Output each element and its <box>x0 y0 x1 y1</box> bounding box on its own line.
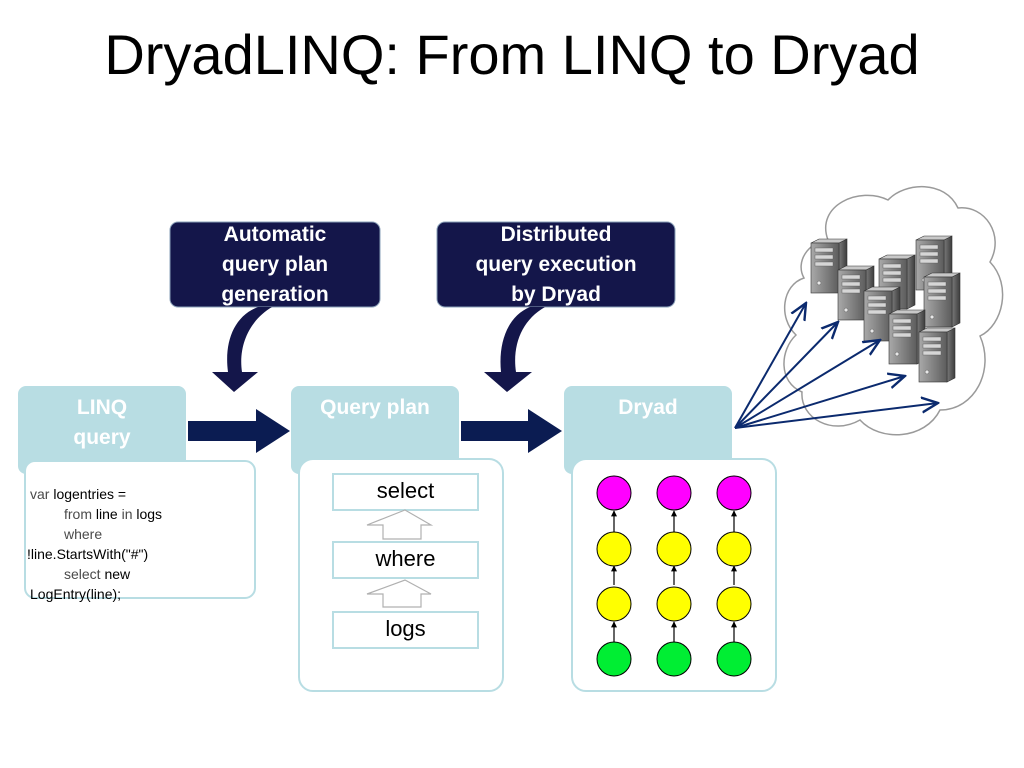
output-vertex <box>596 475 632 511</box>
dryad-stage-tab <box>564 386 732 474</box>
distributed-execution-callout <box>436 221 676 308</box>
cluster-link <box>734 376 905 429</box>
code-keyword: in <box>121 506 133 522</box>
plan-op-select: select <box>376 478 435 503</box>
code-text: logentries = <box>49 486 127 502</box>
cluster-links <box>734 303 938 429</box>
code-line: where <box>30 524 255 544</box>
plan-op-box-logs <box>332 611 479 649</box>
input-vertex <box>716 641 752 677</box>
code-line: !line.StartsWith("#") <box>27 544 255 564</box>
code-line: var logentries = <box>30 484 255 504</box>
linq-stage-tab <box>18 386 186 474</box>
query-plan-generation-text: Automatic query plan generation <box>221 223 329 306</box>
dryad-stage-label: Dryad <box>618 396 678 419</box>
curved-arrow-icon <box>212 307 545 392</box>
server-cluster-cloud-icon <box>783 186 1004 436</box>
linq-stage-label: LINQ query <box>73 396 131 449</box>
code-line: LogEntry(line); <box>30 584 255 604</box>
output-vertex <box>716 475 752 511</box>
code-text: !line.StartsWith("#") <box>27 546 149 562</box>
vertex-column-1 <box>596 475 632 677</box>
middle-vertex <box>596 531 632 567</box>
code-keyword: var <box>30 486 50 502</box>
server-tower-icon <box>918 327 956 383</box>
slide-title: DryadLINQ: From LINQ to Dryad <box>104 23 920 86</box>
plan-op-where: where <box>375 546 436 571</box>
middle-vertex <box>656 586 692 622</box>
stage-arrow <box>188 409 562 453</box>
up-arrow-icon <box>366 509 434 540</box>
linq-code-panel <box>24 460 256 599</box>
middle-vertex <box>596 586 632 622</box>
distributed-execution-text: Distributed query execution by Dryad <box>475 223 637 306</box>
query-plan-stage-tab <box>291 386 459 474</box>
query-plan-generation-callout <box>169 221 381 308</box>
middle-vertex <box>656 531 692 567</box>
server-tower-icon <box>923 272 961 328</box>
linq-code-snippet: var logentries = from line in logs where… <box>27 484 255 604</box>
code-text: line <box>92 506 122 522</box>
middle-vertex <box>716 586 752 622</box>
code-text: new <box>100 566 131 582</box>
code-text: LogEntry(line); <box>30 586 122 602</box>
cluster-link <box>734 340 880 429</box>
vertex-column-2 <box>656 475 692 677</box>
cluster-link <box>734 403 938 429</box>
middle-vertex <box>716 531 752 567</box>
code-line: from line in logs <box>30 504 255 524</box>
input-vertex <box>596 641 632 677</box>
up-arrow-icon <box>366 579 432 608</box>
plan-op-logs: logs <box>385 616 426 641</box>
query-plan-stage-label: Query plan <box>320 396 430 419</box>
plan-op-box-select <box>332 473 479 511</box>
plan-op-box-where <box>332 541 479 579</box>
code-keyword: from <box>64 506 92 522</box>
input-vertex <box>656 641 692 677</box>
cluster-link <box>734 303 806 429</box>
vertex-column-3 <box>716 475 752 677</box>
code-line: select new <box>30 564 255 584</box>
output-vertex <box>656 475 692 511</box>
dryad-vertex-graph <box>596 475 752 677</box>
cluster-link <box>734 322 838 429</box>
code-text: logs <box>132 506 163 522</box>
code-keyword: select <box>64 566 101 582</box>
server-tower-icon <box>888 309 926 365</box>
code-keyword: where <box>64 526 103 542</box>
